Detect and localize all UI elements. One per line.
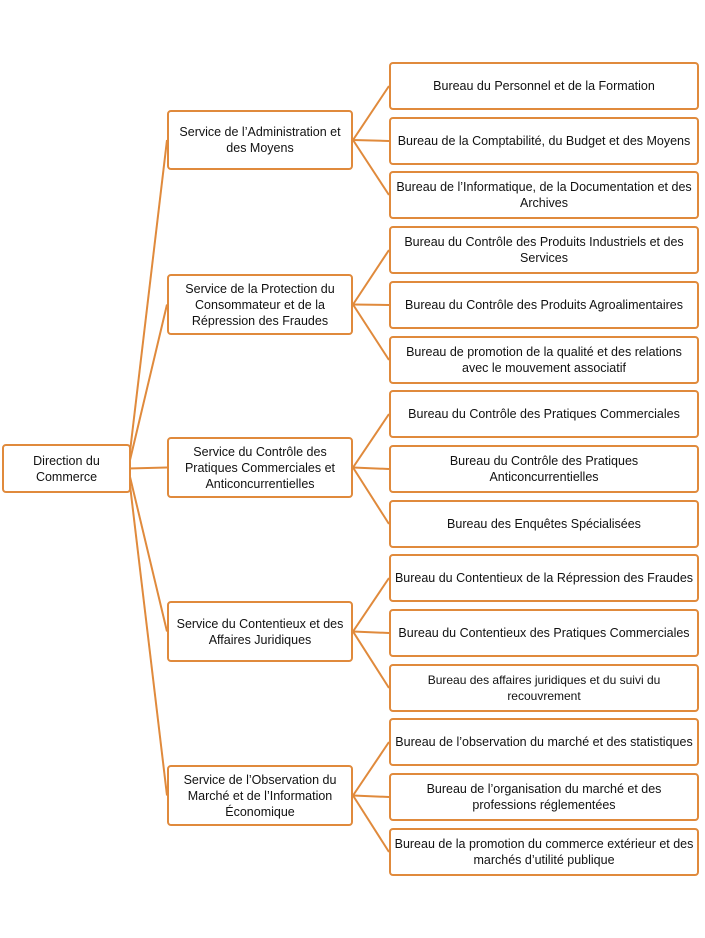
service-label: Service de la Protection du Consommateur…: [185, 281, 335, 328]
bureau-affaires-juridiques-node[interactable]: Bureau des affaires juridiques et du sui…: [389, 664, 699, 712]
bureau-label: Bureau du Contentieux des Pratiques Comm…: [398, 626, 690, 640]
service-observation-marche-node[interactable]: Service de l’Observation du Marché et de…: [167, 765, 353, 826]
bureau-promotion-qualite-node[interactable]: Bureau de promotion de la qualité et des…: [389, 336, 699, 384]
direction-du-commerce-node[interactable]: Direction du Commerce: [2, 444, 131, 493]
service-protection-consommateur-node[interactable]: Service de la Protection du Consommateur…: [167, 274, 353, 335]
bureau-label: Bureau de l’Informatique, de la Document…: [396, 180, 692, 210]
bureau-label: Bureau de la promotion du commerce extér…: [394, 837, 694, 867]
service-to-bureau-connector: [352, 630, 390, 689]
bureau-label: Bureau du Contentieux de la Répression d…: [394, 571, 694, 585]
bureau-comptabilite-node[interactable]: Bureau de la Comptabilité, du Budget et …: [389, 117, 699, 165]
root-to-service-connector: [127, 468, 168, 796]
bureau-label: Bureau du Contrôle des Pratiques Anticon…: [449, 454, 639, 484]
service-to-bureau-connector: [352, 139, 390, 142]
bureau-enquetes-specialisees-node[interactable]: Bureau des Enquêtes Spécialisées: [389, 500, 699, 548]
bureau-label: Bureau des Enquêtes Spécialisées: [447, 517, 641, 531]
service-controle-pratiques-node[interactable]: Service du Contrôle des Pratiques Commer…: [167, 437, 353, 498]
bureau-personnel-node[interactable]: Bureau du Personnel et de la Formation: [389, 62, 699, 110]
service-to-bureau-connector: [352, 85, 390, 141]
service-label: Service de l’Administration et des Moyen…: [179, 125, 341, 155]
service-to-bureau-connector: [352, 577, 390, 633]
service-administration-node[interactable]: Service de l’Administration et des Moyen…: [167, 110, 353, 170]
bureau-organisation-marche-node[interactable]: Bureau de l’organisation du marché et de…: [389, 773, 699, 821]
service-to-bureau-connector: [352, 413, 390, 469]
root-to-service-connector: [127, 468, 168, 632]
bureau-label: Bureau du Contrôle des Pratiques Commerc…: [408, 407, 680, 421]
bureau-label: Bureau du Contrôle des Produits Industri…: [404, 235, 684, 265]
service-label: Service du Contentieux et des Affaires J…: [176, 616, 344, 647]
bureau-label: Bureau de promotion de la qualité et des…: [406, 345, 682, 375]
bureau-label: Bureau de la Comptabilité, du Budget et …: [397, 134, 691, 148]
bureau-controle-agroalimentaires-node[interactable]: Bureau du Contrôle des Produits Agroalim…: [389, 281, 699, 329]
bureau-informatique-node[interactable]: Bureau de l’Informatique, de la Document…: [389, 171, 699, 219]
service-to-bureau-connector: [352, 303, 390, 306]
service-to-bureau-connector: [352, 794, 390, 853]
service-to-bureau-connector: [352, 741, 390, 797]
service-to-bureau-connector: [352, 249, 390, 306]
bureau-promotion-commerce-node[interactable]: Bureau de la promotion du commerce extér…: [389, 828, 699, 876]
bureau-contentieux-pratiques-node[interactable]: Bureau du Contentieux des Pratiques Comm…: [389, 609, 699, 657]
bureau-label: Bureau de l’organisation du marché et de…: [426, 782, 662, 812]
bureau-observation-marche-node[interactable]: Bureau de l’observation du marché et des…: [389, 718, 699, 766]
service-contentieux-node[interactable]: Service du Contentieux et des Affaires J…: [167, 601, 353, 662]
service-to-bureau-connector: [352, 466, 390, 470]
root-to-service-connector: [127, 304, 168, 469]
bureau-label: Bureau des affaires juridiques et du sui…: [427, 673, 661, 703]
root-to-service-connector: [127, 466, 168, 470]
service-to-bureau-connector: [352, 303, 390, 361]
service-to-bureau-connector: [352, 630, 390, 634]
bureau-label: Bureau du Personnel et de la Formation: [433, 79, 655, 93]
service-to-bureau-connector: [352, 139, 390, 196]
bureau-label: Bureau de l’observation du marché et des…: [395, 735, 693, 749]
bureau-contentieux-fraudes-node[interactable]: Bureau du Contentieux de la Répression d…: [389, 554, 699, 602]
bureau-controle-pratiques-commerciales-node[interactable]: Bureau du Contrôle des Pratiques Commerc…: [389, 390, 699, 438]
bureau-controle-produits-industriels-node[interactable]: Bureau du Contrôle des Produits Industri…: [389, 226, 699, 274]
service-label: Service de l’Observation du Marché et de…: [183, 772, 337, 819]
root-label: Direction du Commerce: [33, 453, 100, 484]
service-to-bureau-connector: [352, 794, 390, 798]
service-label: Service du Contrôle des Pratiques Commer…: [184, 444, 336, 491]
root-to-service-connector: [127, 139, 168, 469]
bureau-controle-anticoncurrentielles-node[interactable]: Bureau du Contrôle des Pratiques Anticon…: [389, 445, 699, 493]
service-to-bureau-connector: [352, 466, 390, 525]
bureau-label: Bureau du Contrôle des Produits Agroalim…: [405, 298, 683, 312]
